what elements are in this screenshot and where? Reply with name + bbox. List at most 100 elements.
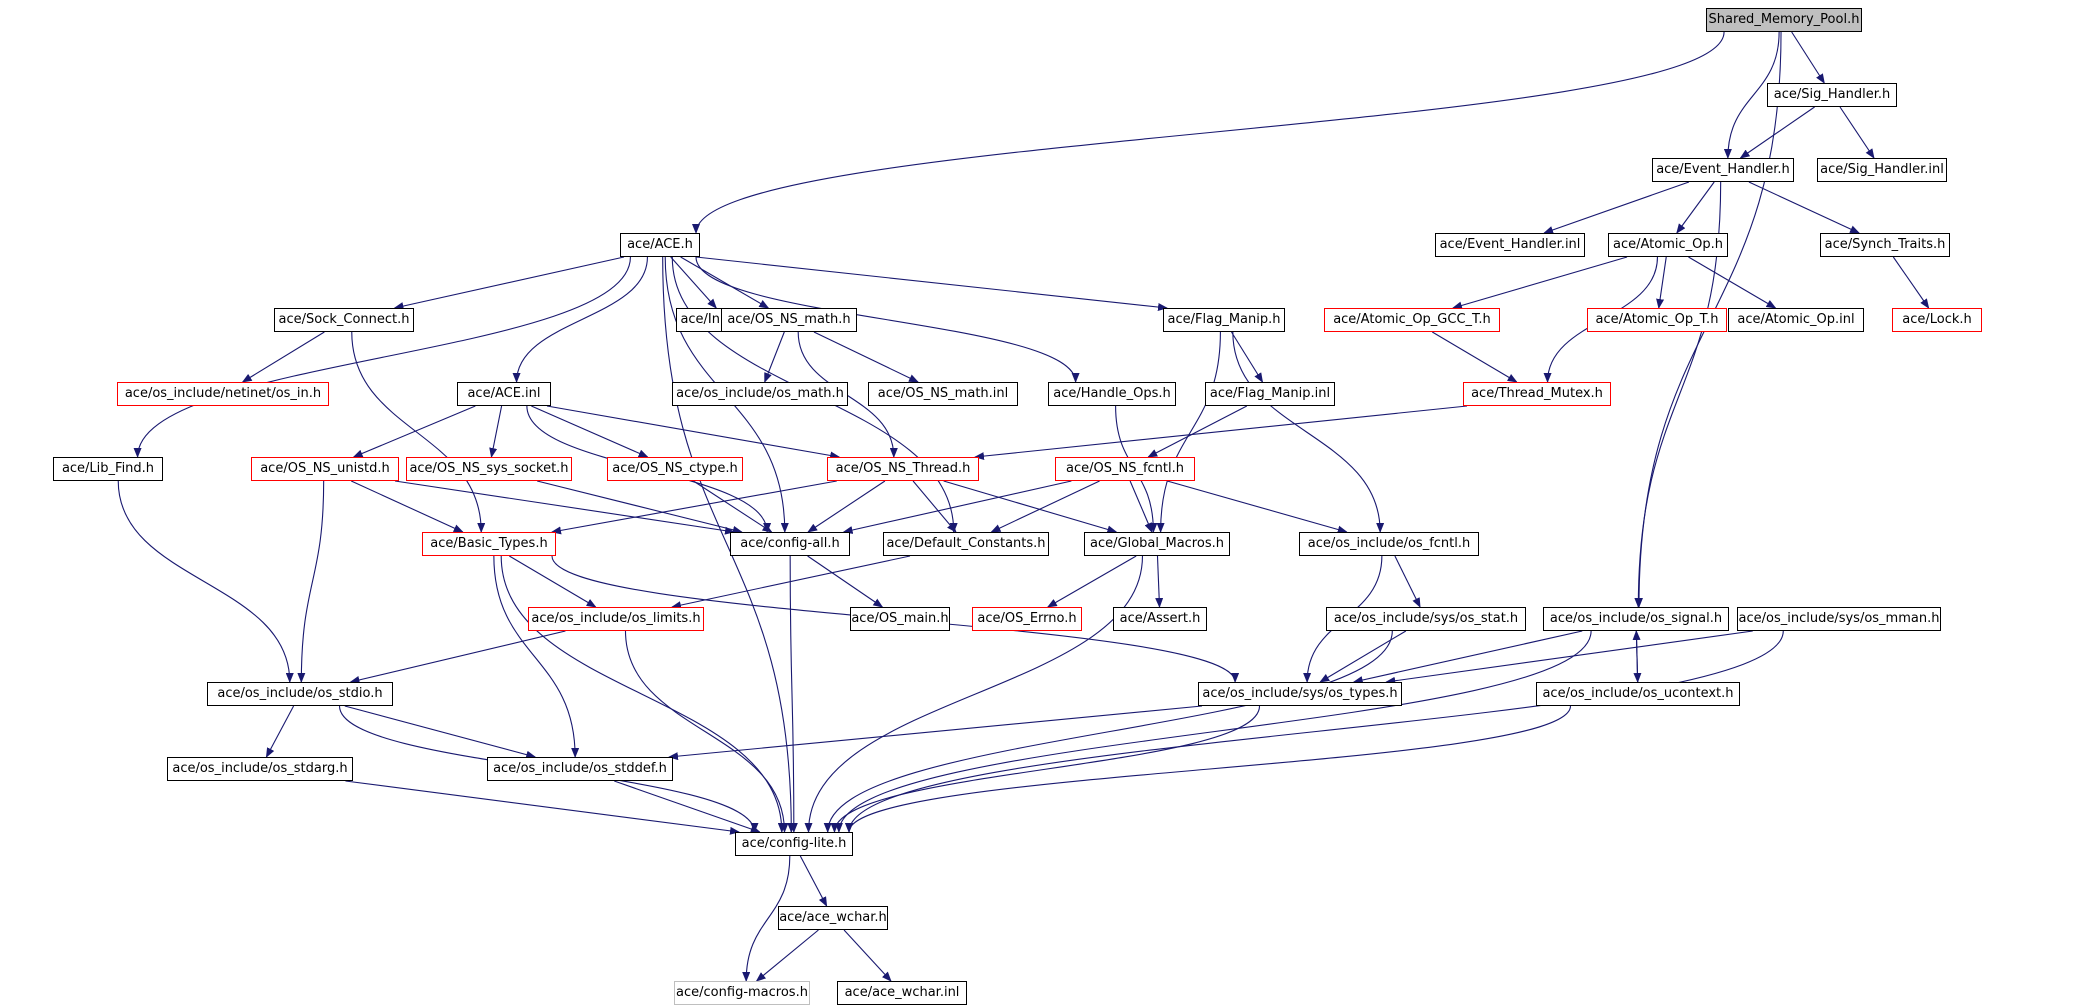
node-oserrno[interactable]: ace/OS_Errno.h [972, 607, 1082, 631]
node-eventhandlerinl[interactable]: ace/Event_Handler.inl [1435, 233, 1585, 257]
edge-atomicop-to-atomicopinl [1688, 256, 1777, 309]
node-sockconnect[interactable]: ace/Sock_Connect.h [274, 308, 414, 332]
edge-basictypes-to-oslimits [509, 555, 597, 608]
node-configall[interactable]: ace/config-all.h [730, 532, 850, 556]
node-assert[interactable]: ace/Assert.h [1113, 607, 1207, 631]
node-synchtraits[interactable]: ace/Synch_Traits.h [1820, 233, 1950, 257]
edge-configlite-to-configmacros [742, 855, 791, 982]
node-osmath[interactable]: ace/os_include/os_math.h [672, 382, 848, 406]
edge-configall-to-osmain [807, 555, 884, 608]
edge-osnsmath-to-osmath [764, 331, 785, 383]
node-oslimits[interactable]: ace/os_include/os_limits.h [528, 607, 704, 631]
node-flagmanipinl[interactable]: ace/Flag_Manip.inl [1205, 382, 1335, 406]
edge-ace-to-sockconnect [393, 256, 625, 310]
edge-osnssyssocket-to-configall [537, 480, 743, 534]
node-sighandlerinl[interactable]: ace/Sig_Handler.inl [1817, 158, 1947, 182]
node-osnssyssocket[interactable]: ace/OS_NS_sys_socket.h [406, 457, 572, 481]
node-ossignal[interactable]: ace/os_include/os_signal.h [1543, 607, 1729, 631]
edge-sockconnect-to-netinet [241, 331, 325, 383]
edge-osnsfcntl-to-globalmacros [1129, 480, 1153, 533]
node-osmain[interactable]: ace/OS_main.h [850, 607, 950, 631]
node-libfind[interactable]: ace/Lib_Find.h [53, 457, 163, 481]
node-basictypes[interactable]: ace/Basic_Types.h [422, 532, 556, 556]
edge-aceinl-to-osnsunistd [352, 405, 476, 458]
node-acewchar[interactable]: ace/ace_wchar.h [778, 906, 888, 930]
node-ostypes[interactable]: ace/os_include/sys/os_types.h [1198, 682, 1402, 706]
node-osstdio[interactable]: ace/os_include/os_stdio.h [207, 682, 393, 706]
edge-ace-to-flagmanip [695, 256, 1168, 312]
edge-osmman-to-ostypes [1385, 630, 1753, 685]
node-osstat[interactable]: ace/os_include/sys/os_stat.h [1326, 607, 1526, 631]
node-lock[interactable]: ace/Lock.h [1892, 308, 1982, 332]
node-osnsfcntl[interactable]: ace/OS_NS_fcntl.h [1055, 457, 1195, 481]
node-globalmacros[interactable]: ace/Global_Macros.h [1084, 532, 1230, 556]
edge-sighandler-to-sighandlerinl [1839, 106, 1875, 159]
edge-osnsunistd-to-osstdio [297, 480, 325, 683]
node-osmman[interactable]: ace/os_include/sys/os_mman.h [1737, 607, 1941, 631]
edge-osnsthread-to-defaultconstants [912, 480, 957, 533]
node-osucontext[interactable]: ace/os_include/os_ucontext.h [1536, 682, 1740, 706]
node-aceinl[interactable]: ace/ACE.inl [457, 382, 551, 406]
edge-ostypes-to-osstddef [668, 705, 1203, 761]
edge-ace-to-handleops [695, 256, 1080, 383]
edge-flagmanip-to-osfcntl [1232, 331, 1385, 533]
edge-osnsthread-to-configall [807, 480, 886, 533]
node-flagmanip[interactable]: ace/Flag_Manip.h [1163, 308, 1285, 332]
edge-osnsmath-to-osnsmathinl [813, 331, 919, 383]
edge-pool-to-ace [692, 31, 1725, 234]
edge-osucontext-to-configlite [845, 705, 1572, 833]
edge-globalmacros-to-configlite [804, 555, 1144, 833]
node-atomicopt[interactable]: ace/Atomic_Op_T.h [1587, 308, 1727, 332]
edge-osnsfcntl-to-osfcntl [1167, 480, 1348, 534]
node-acewcharinl[interactable]: ace/ace_wchar.inl [837, 981, 967, 1005]
node-osfcntl[interactable]: ace/os_include/os_fcntl.h [1299, 532, 1479, 556]
edge-ace-to-libfind [133, 256, 631, 458]
node-defaultconstants[interactable]: ace/Default_Constants.h [883, 532, 1049, 556]
edge-oslimits-to-configlite [624, 630, 789, 833]
edge-osucontext-to-ossignal [1632, 630, 1641, 683]
edge-aceinl-to-osnsthread [546, 405, 841, 460]
edge-eventhandler-to-ossignal [1634, 181, 1722, 608]
edge-basictypes-to-osstddef [493, 555, 580, 758]
edge-ossignal-to-ostypes [1352, 630, 1583, 684]
node-netinet[interactable]: ace/os_include/netinet/os_in.h [117, 382, 329, 406]
node-osnsmathinl[interactable]: ace/OS_NS_math.inl [868, 382, 1018, 406]
edge-globalmacros-to-oserrno [1046, 555, 1137, 608]
edge-configlite-to-acewchar [799, 855, 828, 907]
node-pool: Shared_Memory_Pool.h [1706, 8, 1862, 32]
edge-osmman-to-configlite [845, 630, 1784, 833]
node-osnsthread[interactable]: ace/OS_NS_Thread.h [827, 457, 979, 481]
edge-osstddef-to-configlite [614, 780, 761, 833]
edge-oslimits-to-osstdio [349, 630, 566, 684]
edge-sockconnect-to-basictypes [351, 331, 486, 533]
edge-osnsthread-to-basictypes [551, 480, 837, 535]
node-atomicop[interactable]: ace/Atomic_Op.h [1608, 233, 1728, 257]
edge-threadmutex-to-osnsthread [974, 405, 1468, 461]
edge-pool-to-eventhandler [1723, 31, 1780, 159]
node-threadmutex[interactable]: ace/Thread_Mutex.h [1463, 382, 1611, 406]
node-configmacros[interactable]: ace/config-macros.h [674, 981, 810, 1005]
node-osnsctype[interactable]: ace/OS_NS_ctype.h [607, 457, 743, 481]
node-sighandler[interactable]: ace/Sig_Handler.h [1767, 83, 1897, 107]
edge-flagmanip-to-globalmacros [1156, 331, 1221, 533]
edge-osstat-to-ostypes [1319, 630, 1407, 683]
node-handleops[interactable]: ace/Handle_Ops.h [1048, 382, 1176, 406]
node-ace[interactable]: ace/ACE.h [620, 233, 700, 257]
node-osnsunistd[interactable]: ace/OS_NS_unistd.h [251, 457, 399, 481]
node-atomicopinl[interactable]: ace/Atomic_Op.inl [1728, 308, 1864, 332]
edge-eventhandler-to-eventhandlerinl [1543, 181, 1690, 234]
edge-osnsunistd-to-basictypes [351, 480, 464, 533]
node-osstddef[interactable]: ace/os_include/os_stddef.h [487, 757, 673, 781]
edge-atomicop-to-atomicopt [1656, 256, 1667, 309]
edge-ostypes-to-configlite [830, 705, 1261, 833]
node-eventhandler[interactable]: ace/Event_Handler.h [1652, 158, 1794, 182]
edge-defaultconstants-to-oslimits [671, 555, 911, 610]
node-configlite[interactable]: ace/config-lite.h [735, 832, 853, 856]
edge-pool-to-sighandler [1791, 31, 1825, 84]
node-atomicopgcc[interactable]: ace/Atomic_Op_GCC_T.h [1324, 308, 1500, 332]
node-osnsmath[interactable]: ace/OS_NS_math.h [721, 308, 857, 332]
edge-osstdarg-to-configlite [345, 780, 740, 835]
edge-osfcntl-to-osstat [1394, 555, 1421, 608]
node-osstdarg[interactable]: ace/os_include/os_stdarg.h [167, 757, 353, 781]
